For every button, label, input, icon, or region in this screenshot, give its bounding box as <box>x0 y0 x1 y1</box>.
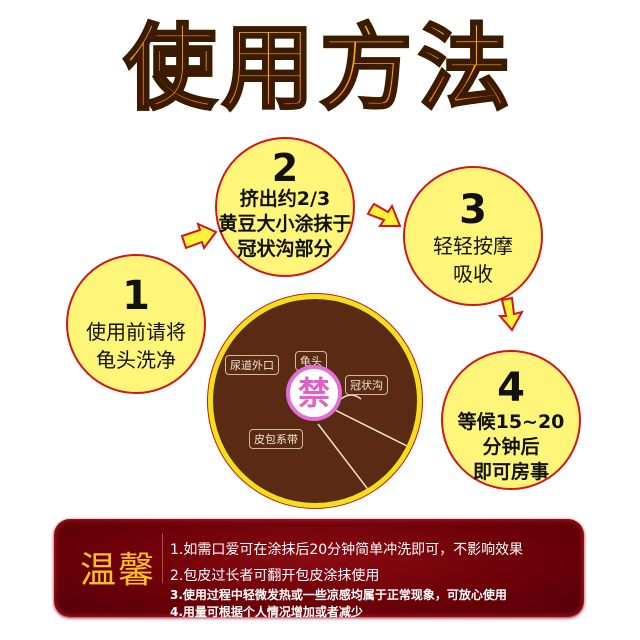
step-2-circle: 2 挤出约2/3 黄豆大小涂抹于 冠状沟部分 <box>215 137 355 277</box>
step-text: 轻轻按摩 <box>433 234 513 258</box>
step-text: 冠状沟部分 <box>237 238 333 260</box>
step-number: 3 <box>459 187 487 233</box>
tips-title: 温馨 <box>80 550 157 591</box>
label-corona: 冠状沟 <box>345 375 388 395</box>
step-text: 黄豆大小涂抹于 <box>218 213 352 235</box>
tips-panel: 温馨 1.如需口爱可在涂抹后20分钟简单冲洗即可，不影响效果 2.包皮过长者可翻… <box>54 519 584 619</box>
step-text: 龟头洗净 <box>96 348 176 372</box>
step-text: 吸收 <box>453 262 493 286</box>
label-urethra: 尿道外口 <box>225 355 279 375</box>
tip-item: 4.用量可根据个人情况增加或者减少 <box>170 605 363 619</box>
step-1-circle: 1 使用前请将 龟头洗净 <box>66 254 206 394</box>
arrow-down-icon <box>497 296 524 332</box>
step-number: 2 <box>271 146 299 190</box>
step-text: 分钟后 <box>482 436 540 458</box>
step-4-circle: 4 等候15~20 分钟后 即可房事 <box>441 350 581 490</box>
anatomy-diagram: 尿道外口 龟头 冠状沟 皮包系带 禁 <box>208 294 422 508</box>
step-number: 4 <box>497 365 525 411</box>
page-title: 使用方法 <box>0 14 640 124</box>
divider <box>162 533 163 583</box>
tip-item: 2.包皮过长者可翻开包皮涂抹使用 <box>170 568 380 584</box>
tip-item: 3.使用过程中轻微发热或一些凉感均属于正常现象，可放心使用 <box>170 588 507 602</box>
arrow-right-icon <box>366 202 402 227</box>
step-text: 等候15~20 <box>457 411 565 433</box>
label-frenulum: 皮包系带 <box>249 429 303 449</box>
censor-badge: 禁 <box>286 365 342 421</box>
tip-item: 1.如需口爱可在涂抹后20分钟简单冲洗即可，不影响效果 <box>170 542 524 558</box>
step-text: 使用前请将 <box>86 320 186 344</box>
step-text: 挤出约2/3 <box>239 188 331 210</box>
step-number: 1 <box>122 273 150 319</box>
arrow-right-icon <box>180 222 218 251</box>
step-text: 即可房事 <box>472 461 549 483</box>
step-3-circle: 3 轻轻按摩 吸收 <box>403 166 543 306</box>
